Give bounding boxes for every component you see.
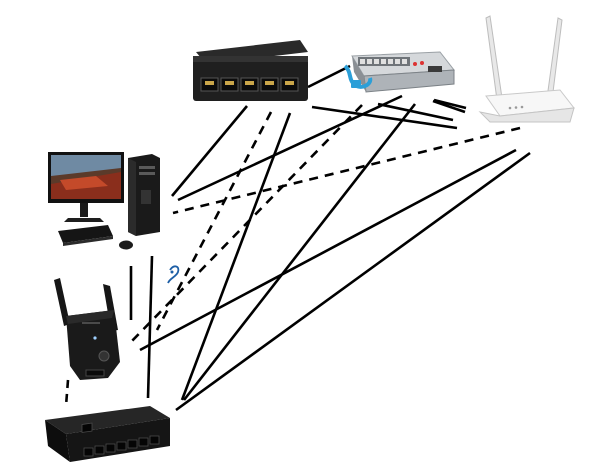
link-solid [180,112,292,401]
range-extender [54,278,120,380]
link-solid [432,99,466,114]
link-solid [146,255,154,399]
link-solid [433,98,467,110]
link-solid [311,105,458,130]
link-solid [307,64,351,89]
link-dashed [172,126,521,215]
wifi-router [478,15,575,123]
desktop-pc [48,152,160,250]
link-dashed [129,104,363,344]
switch-8port-grey [351,51,455,93]
link-solid [182,103,417,401]
link-solid [377,102,454,122]
link-solid [175,151,531,412]
ethernet-cable [343,64,373,89]
link-dashed [64,379,70,407]
link-solid [171,105,248,197]
connection-lines [64,64,531,412]
link-solid [139,148,517,352]
switch-5port [193,40,308,101]
switch-8port-black [45,406,170,462]
network-port-icon [167,265,180,284]
